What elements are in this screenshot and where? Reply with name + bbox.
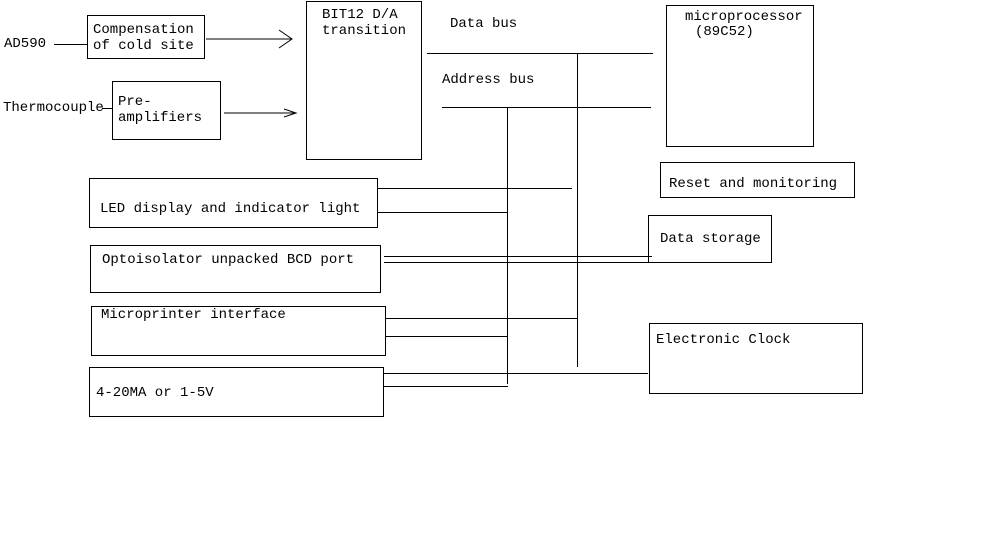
ad590-label: AD590	[4, 36, 47, 52]
cold-site-compensation-block: Compensation of cold site	[87, 15, 205, 59]
led-display-block: LED display and indicator light	[89, 178, 378, 228]
optoisolator-block: Optoisolator unpacked BCD port	[90, 245, 381, 293]
analog-output-block: 4-20MA or 1-5V	[89, 367, 384, 417]
preamplifier-block: Pre- amplifiers	[112, 81, 221, 140]
microprocessor-block: microprocessor (89C52)	[666, 5, 814, 147]
data-storage-label: Data storage	[660, 231, 761, 247]
optoisolator-label: Optoisolator unpacked BCD port	[102, 252, 355, 268]
led-display-label: LED display and indicator light	[100, 201, 361, 217]
data-bus-label: Data bus	[450, 16, 518, 32]
microprocessor-line1: microprocessor	[685, 9, 803, 25]
thermocouple-wire	[102, 108, 112, 109]
led-to-address-bus	[378, 212, 508, 213]
electronic-clock-label: Electronic Clock	[656, 332, 791, 348]
reset-monitoring-block: Reset and monitoring	[660, 162, 855, 198]
reset-monitoring-label: Reset and monitoring	[669, 176, 838, 192]
opto-to-storage-upper	[384, 256, 652, 257]
cold-site-compensation-line2: of cold site	[93, 38, 194, 54]
address-bus-line	[442, 107, 651, 108]
led-to-data-bus	[378, 188, 572, 189]
preamp-arrow-head	[283, 108, 298, 118]
ad590-wire	[54, 44, 87, 45]
data-bus-vertical	[577, 53, 578, 367]
printer-to-address-bus	[386, 336, 507, 337]
cold-site-compensation-line1: Compensation	[93, 22, 194, 38]
preamplifier-line2: amplifiers	[118, 110, 203, 126]
microprocessor-line2: (89C52)	[695, 24, 754, 40]
address-bus-vertical	[507, 107, 508, 384]
analog-to-clock	[384, 373, 648, 374]
microprinter-block: Microprinter interface	[91, 306, 386, 356]
thermocouple-label: Thermocouple	[3, 100, 104, 116]
da-converter-line2: transition	[322, 23, 407, 39]
printer-to-data-bus	[386, 318, 577, 319]
opto-to-storage-lower	[384, 262, 652, 263]
electronic-clock-block: Electronic Clock	[649, 323, 863, 394]
analog-to-address-bus	[384, 386, 508, 387]
data-bus-line	[427, 53, 653, 54]
analog-output-label: 4-20MA or 1-5V	[96, 385, 214, 401]
microprinter-label: Microprinter interface	[101, 307, 286, 323]
preamplifier-line1: Pre-	[118, 94, 152, 110]
da-converter-line1: BIT12 D/A	[322, 7, 398, 23]
da-converter-block: BIT12 D/A transition	[306, 1, 422, 160]
address-bus-label: Address bus	[442, 72, 535, 88]
cold-comp-arrow-head	[278, 29, 293, 49]
data-storage-block: Data storage	[648, 215, 772, 263]
